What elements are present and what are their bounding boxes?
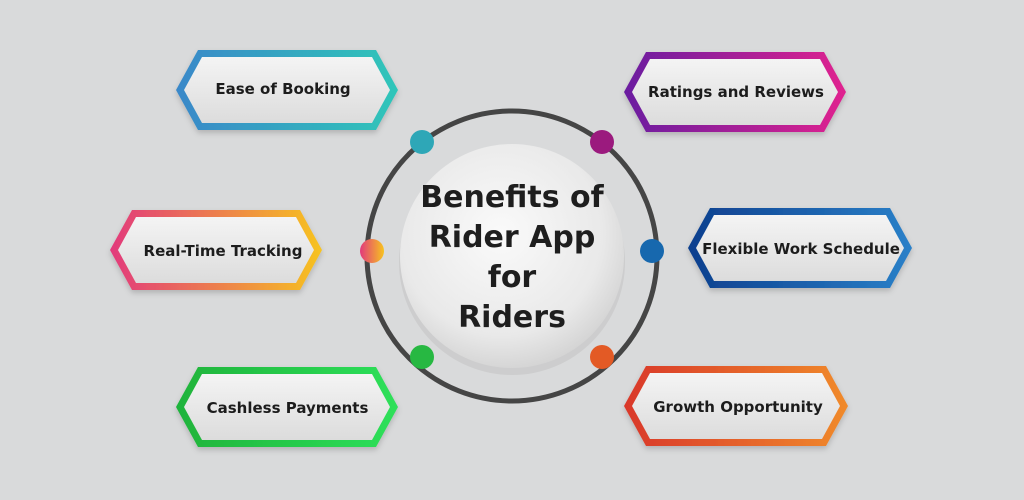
benefit-frame-inner-real-time-tracking bbox=[118, 217, 314, 283]
benefit-frame-inner-growth-opportunity bbox=[632, 373, 840, 439]
benefit-label-ratings-and-reviews: Ratings and Reviews bbox=[648, 83, 824, 101]
benefit-frame-inner-ratings-and-reviews bbox=[632, 59, 838, 125]
connector-dot-real-time-tracking bbox=[360, 239, 384, 263]
center-title: Benefits of Rider App for Riders bbox=[402, 178, 622, 338]
benefit-label-cashless-payments: Cashless Payments bbox=[206, 399, 369, 417]
connector-dot-ratings-and-reviews bbox=[590, 130, 614, 154]
benefit-label-ease-of-booking: Ease of Booking bbox=[215, 80, 351, 98]
benefit-label-real-time-tracking: Real-Time Tracking bbox=[143, 242, 303, 260]
connector-dot-ease-of-booking bbox=[410, 130, 434, 154]
benefit-frame-inner-ease-of-booking bbox=[184, 57, 390, 123]
center-title-line-1: Benefits of bbox=[420, 180, 604, 215]
center-title-line-2: Rider App for bbox=[428, 220, 596, 295]
benefit-label-growth-opportunity: Growth Opportunity bbox=[653, 398, 823, 416]
benefit-frame-inner-flexible-work-schedule bbox=[696, 215, 904, 281]
connector-dot-cashless-payments bbox=[410, 345, 434, 369]
benefit-frame-inner-cashless-payments bbox=[184, 374, 390, 440]
connector-dot-growth-opportunity bbox=[590, 345, 614, 369]
benefit-label-flexible-work-schedule: Flexible Work Schedule bbox=[702, 240, 900, 258]
connector-dot-flexible-work-schedule bbox=[640, 239, 664, 263]
center-title-line-3: Riders bbox=[458, 300, 566, 335]
center-disc bbox=[400, 144, 624, 368]
